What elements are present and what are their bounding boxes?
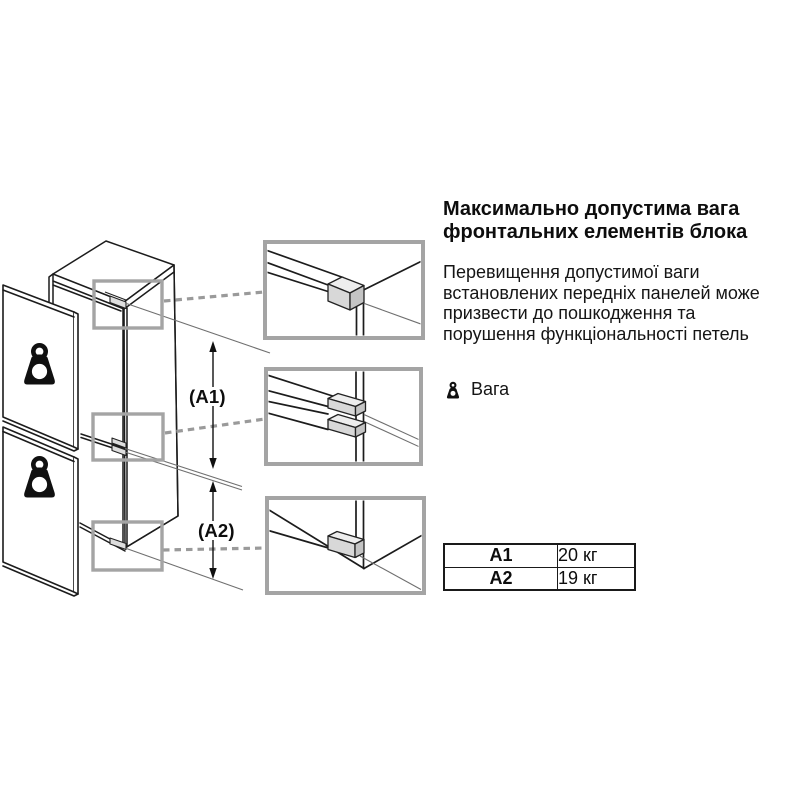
dimension-label-a1: (A1): [187, 386, 228, 407]
table-cell-value-a1: 20 кг: [557, 543, 636, 568]
body-paragraph: Перевищення допустимої ваги встановлених…: [443, 262, 760, 345]
table-cell-key-a2: A2: [443, 566, 558, 591]
weight-icon-bottom-door: [24, 455, 55, 498]
dotted-leader-2: [164, 417, 266, 435]
callout-box-top-hinge: [263, 240, 425, 340]
table-row: A1 20 кг: [443, 543, 636, 568]
title-line-2: фронтальних елементів блока: [443, 221, 748, 243]
weight-legend-label: Вага: [471, 379, 510, 399]
projection-lines: [124, 302, 271, 591]
callout-box-bottom-hinge: [265, 496, 426, 595]
cabinet-body: [48, 240, 179, 552]
highlight-boxes: [91, 279, 165, 572]
highlight-box-bottom: [91, 520, 164, 572]
hinge-block-top: [327, 276, 365, 311]
highlight-box-top: [92, 279, 164, 330]
highlight-box-middle: [91, 412, 165, 462]
dotted-leader-3: [162, 546, 267, 552]
door-panel-bottom: [2, 426, 79, 597]
weight-icon: [446, 381, 460, 399]
page-title: Максимально допустима вага фронтальних е…: [443, 198, 747, 244]
table-cell-key-a1: A1: [443, 543, 558, 568]
cabinet-hinge-details: [104, 291, 127, 551]
callout-box-middle-hinge: [264, 367, 423, 466]
dimension-label-a2: (A2): [196, 520, 237, 541]
hinge-block-middle-lower: [327, 413, 367, 438]
weight-legend: Вага: [446, 379, 509, 400]
weight-limits-table: A1 20 кг A2 19 кг: [443, 543, 636, 591]
table-row: A2 19 кг: [443, 566, 636, 591]
hinge-block-bottom: [327, 530, 365, 559]
hinge-block-middle-upper: [327, 392, 367, 417]
dotted-leaders: [162, 290, 267, 552]
table-cell-value-a2: 19 кг: [557, 566, 636, 591]
title-line-1: Максимально допустима вага: [443, 198, 740, 220]
dotted-leader-1: [163, 290, 265, 303]
weight-icon-top-door: [24, 342, 55, 385]
